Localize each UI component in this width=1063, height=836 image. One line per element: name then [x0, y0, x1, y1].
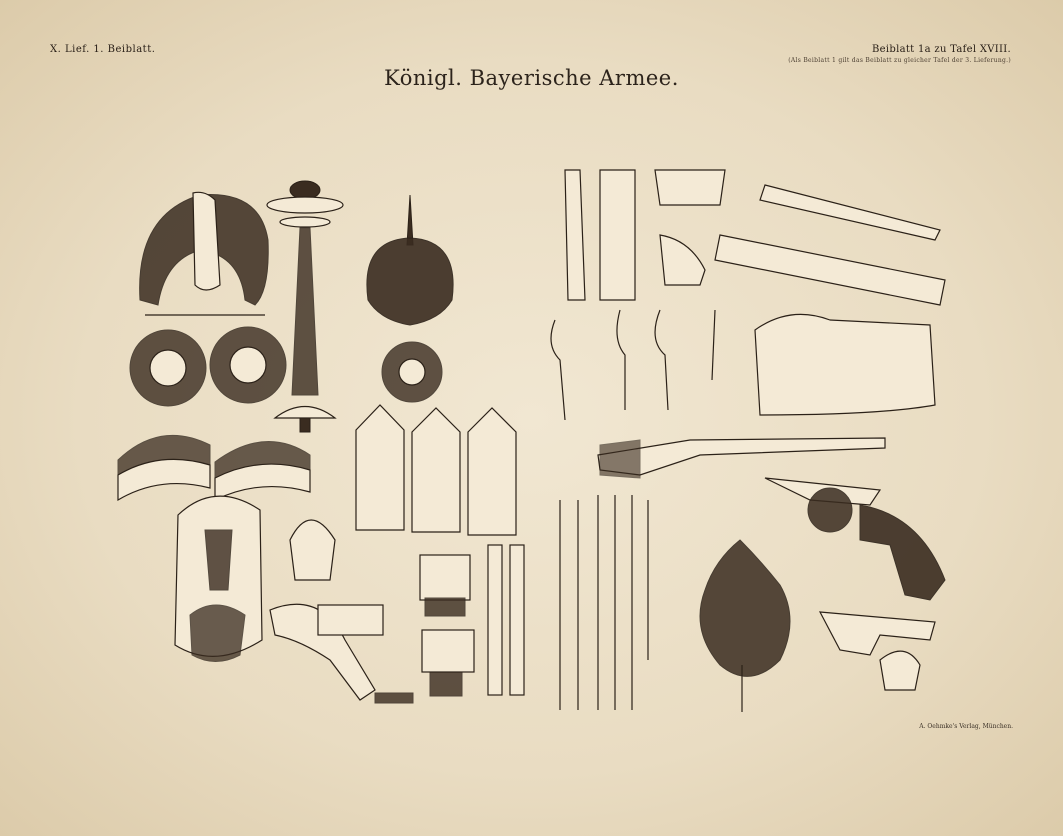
plate-reference-label: Beiblatt 1a zu Tafel XVIII.	[872, 44, 1011, 55]
field-cap-drawings	[117, 434, 311, 502]
belt-plate-drawings	[174, 495, 376, 701]
plate-reference-note: (Als Beiblatt 1 gilt das Beiblatt zu gle…	[788, 57, 1011, 64]
cockade-drawings	[129, 326, 443, 407]
delivery-label: X. Lief. 1. Beiblatt.	[50, 44, 156, 55]
lance-drawings	[559, 495, 649, 710]
crested-helmet-drawing	[139, 191, 269, 316]
plate-reference: Beiblatt 1a zu Tafel XVIII. (Als Beiblat…	[788, 44, 1011, 65]
shoulder-strap-drawings	[355, 404, 517, 536]
rifle-drawing	[597, 437, 886, 479]
revolver-drawing	[764, 477, 946, 601]
publisher-imprint: A. Oehmke's Verlag, München.	[919, 723, 1013, 730]
pistol-and-stirrup-drawings	[818, 611, 936, 691]
plate-title: Königl. Bayerische Armee.	[384, 66, 679, 90]
ornate-emblem-drawing	[699, 539, 791, 712]
carbine-drawing	[714, 184, 946, 306]
helmet-stand-drawing	[266, 180, 344, 433]
sabre-hilt-drawings	[550, 309, 716, 421]
spiked-helmet-drawing	[366, 194, 454, 326]
saddle-cloth-drawing	[754, 313, 936, 416]
holster-drawings	[564, 169, 726, 301]
pouch-and-buckle-drawings	[317, 544, 525, 704]
